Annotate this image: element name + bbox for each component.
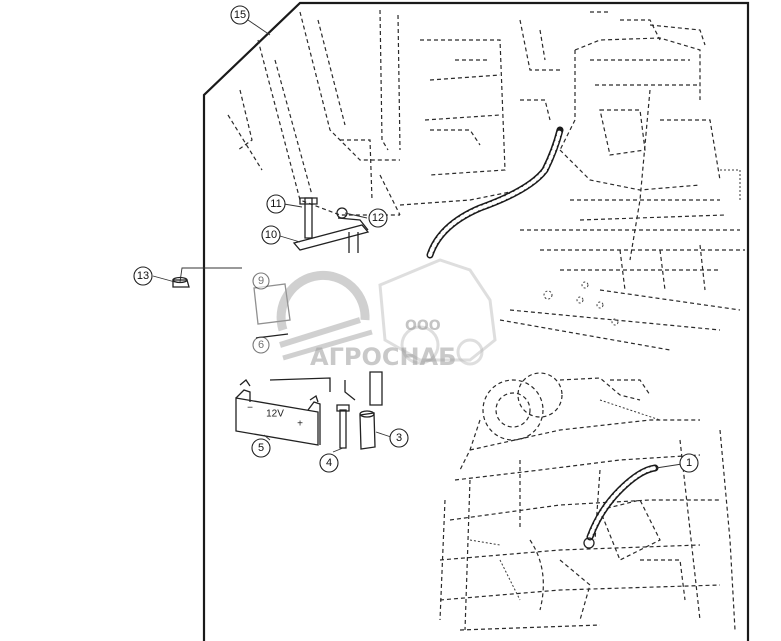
callout-11: 11: [266, 194, 286, 214]
battery-minus-label: −: [247, 403, 253, 414]
svg-text:12: 12: [372, 212, 384, 224]
watermark-brand: АГРОСНАБ: [310, 343, 456, 371]
svg-text:13: 13: [137, 270, 149, 282]
battery-voltage-label: 12V: [266, 409, 284, 420]
callout-9: 9: [252, 272, 270, 290]
engine-lower: [439, 372, 736, 631]
cab-structure: [227, 9, 610, 216]
watermark: ООО АГРОСНАБ: [276, 258, 497, 371]
nut-13: [172, 276, 190, 288]
svg-text:3: 3: [396, 432, 402, 444]
battery-plus-label: +: [297, 419, 303, 430]
svg-text:9: 9: [258, 275, 264, 287]
callout-15: 15: [230, 5, 250, 25]
callout-4: 4: [319, 453, 339, 473]
callout-10: 10: [261, 225, 281, 245]
bracket-assembly: [292, 197, 370, 253]
callout-1: 1: [679, 453, 699, 473]
svg-text:15: 15: [234, 9, 246, 21]
watermark-prefix: ООО: [405, 318, 441, 334]
callout-13: 13: [133, 266, 153, 286]
diagram-frame: [202, 1, 750, 641]
svg-text:11: 11: [270, 198, 281, 210]
upper-wiring-harness: [426, 126, 564, 259]
svg-text:10: 10: [265, 229, 277, 241]
battery: − 12V +: [235, 379, 321, 446]
callout-3: 3: [389, 428, 409, 448]
svg-text:5: 5: [258, 442, 264, 454]
leader-lines: [152, 19, 683, 469]
mid-parts: [253, 283, 383, 406]
callout-6: 6: [252, 336, 270, 354]
callout-12: 12: [368, 208, 388, 228]
engine-upper: [499, 19, 745, 351]
bolt-spacer: [336, 404, 376, 450]
battery-cable: [583, 464, 659, 549]
callout-5: 5: [251, 438, 271, 458]
svg-text:6: 6: [258, 339, 264, 351]
svg-text:4: 4: [326, 457, 332, 469]
svg-text:1: 1: [686, 457, 692, 469]
